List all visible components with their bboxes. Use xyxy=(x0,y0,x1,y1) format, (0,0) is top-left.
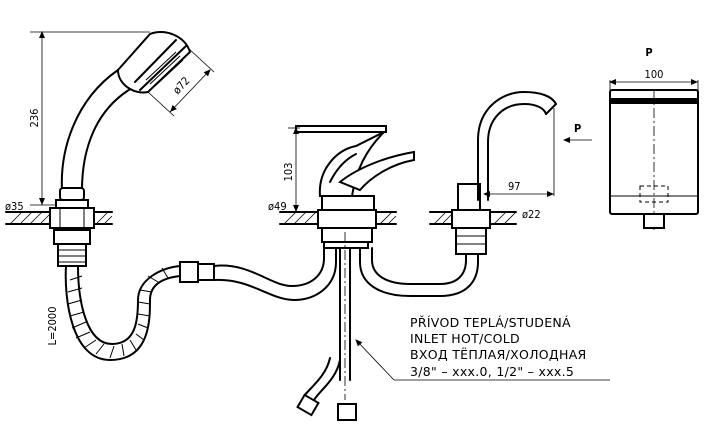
spray-face xyxy=(145,51,184,87)
note-line-4: 3/8" – xxx.0, 1/2" – xxx.5 xyxy=(410,364,574,379)
dim-35: ø35 xyxy=(5,200,24,213)
flexible-hose: L=2000 xyxy=(46,261,215,361)
dim-236: 236 xyxy=(28,109,41,128)
spout-pipe xyxy=(359,247,479,297)
dim-97: 97 xyxy=(508,180,521,193)
hand-shower: 236 ø72 xyxy=(28,31,215,211)
spout: 97 ø22 P xyxy=(429,91,592,255)
dim-103: 103 xyxy=(282,163,295,182)
side-view-p: P 100 xyxy=(609,46,699,230)
note-line-2: INLET HOT/COLD xyxy=(410,331,520,346)
note-line-1: PŘÍVOD TEPLÁ/STUDENÁ xyxy=(410,315,571,330)
deck-left: ø35 xyxy=(5,200,113,267)
shower-pipe xyxy=(213,231,325,287)
dim-72: ø72 xyxy=(170,74,192,97)
inlet-note: PŘÍVOD TEPLÁ/STUDENÁ INLET HOT/COLD ВХОД… xyxy=(355,315,610,381)
dim-100: 100 xyxy=(645,68,664,81)
dim-22: ø22 xyxy=(522,208,541,221)
note-line-3: ВХОД ТЁПЛАЯ/ХОЛОДНАЯ xyxy=(410,347,587,362)
mixer: 103 ø49 xyxy=(268,125,415,421)
dim-49: ø49 xyxy=(268,200,287,213)
side-view-title: P xyxy=(645,46,652,59)
view-arrow-label: P xyxy=(574,122,581,135)
dim-hose-length: L=2000 xyxy=(46,307,59,346)
